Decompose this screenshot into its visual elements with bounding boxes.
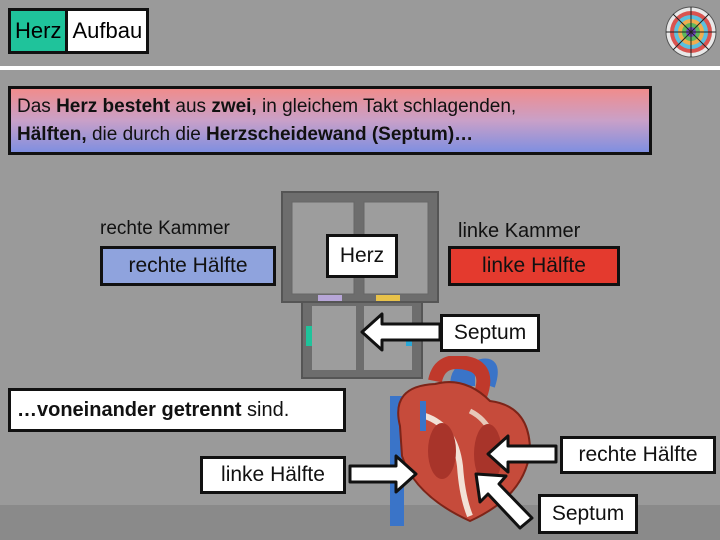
header-divider xyxy=(0,66,720,70)
intro-text-box: Das Herz besteht aus zwei, in gleichem T… xyxy=(8,86,652,155)
mandala-rosette-icon xyxy=(665,6,717,58)
box-herz: Herz xyxy=(326,234,398,278)
box-linke-haelfte-bottom: linke Hälfte xyxy=(200,456,346,494)
box-rechte-haelfte: rechte Hälfte xyxy=(100,246,276,286)
box-septum: Septum xyxy=(440,314,540,352)
intro-text: Das Herz besteht aus zwei, in gleichem T… xyxy=(17,96,517,145)
label-rechte-kammer: rechte Kammer xyxy=(100,218,230,239)
title-word-aufbau: Aufbau xyxy=(68,11,147,51)
arrow-left-icon xyxy=(360,312,442,352)
arrow-up-left-icon xyxy=(474,472,534,530)
arrow-left-icon xyxy=(486,434,558,474)
box-linke-haelfte: linke Hälfte xyxy=(448,246,620,286)
box-getrennt-text: …voneinander getrennt sind. xyxy=(8,388,346,432)
title-word-herz: Herz xyxy=(11,11,66,51)
box-septum-bottom: Septum xyxy=(538,494,638,534)
page-title: Herz Aufbau xyxy=(8,8,150,54)
arrow-right-icon xyxy=(348,454,418,494)
label-linke-kammer: linke Kammer xyxy=(458,220,581,242)
box-rechte-haelfte-bottom: rechte Hälfte xyxy=(560,436,716,474)
